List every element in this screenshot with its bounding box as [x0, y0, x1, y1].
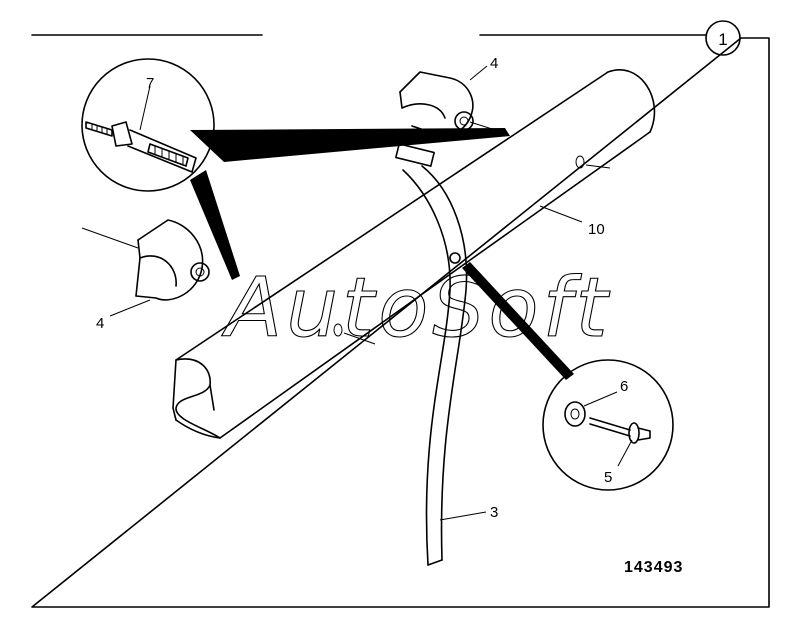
- callout-clip-left: 4: [96, 315, 104, 332]
- callout-rivet-tool: 7: [146, 75, 154, 92]
- callout-tube: 10: [588, 221, 605, 238]
- rivet-detail: [462, 262, 674, 491]
- rivet-tool-icon: [85, 121, 197, 173]
- washer-icon: [564, 401, 586, 427]
- leader-lines: [109, 65, 633, 521]
- watermark: AutoSoft: [221, 261, 612, 356]
- clip-icon: [81, 219, 210, 301]
- figure-number-circle: [705, 20, 741, 56]
- callout-clip-top: 4: [490, 55, 498, 72]
- rivet-tool-detail: [81, 58, 510, 280]
- callout-washer: 6: [620, 378, 628, 395]
- strap-icon: [395, 143, 468, 566]
- rivet-icon: [589, 417, 651, 444]
- figure-frame: 1: [31, 20, 770, 608]
- tube-icon: [172, 69, 656, 439]
- callout-strap: 3: [490, 504, 498, 521]
- figure-id: 143493: [624, 559, 683, 576]
- clip-icon: [399, 71, 474, 137]
- callout-rivet: 5: [604, 469, 612, 486]
- figure-number: 1: [718, 30, 727, 49]
